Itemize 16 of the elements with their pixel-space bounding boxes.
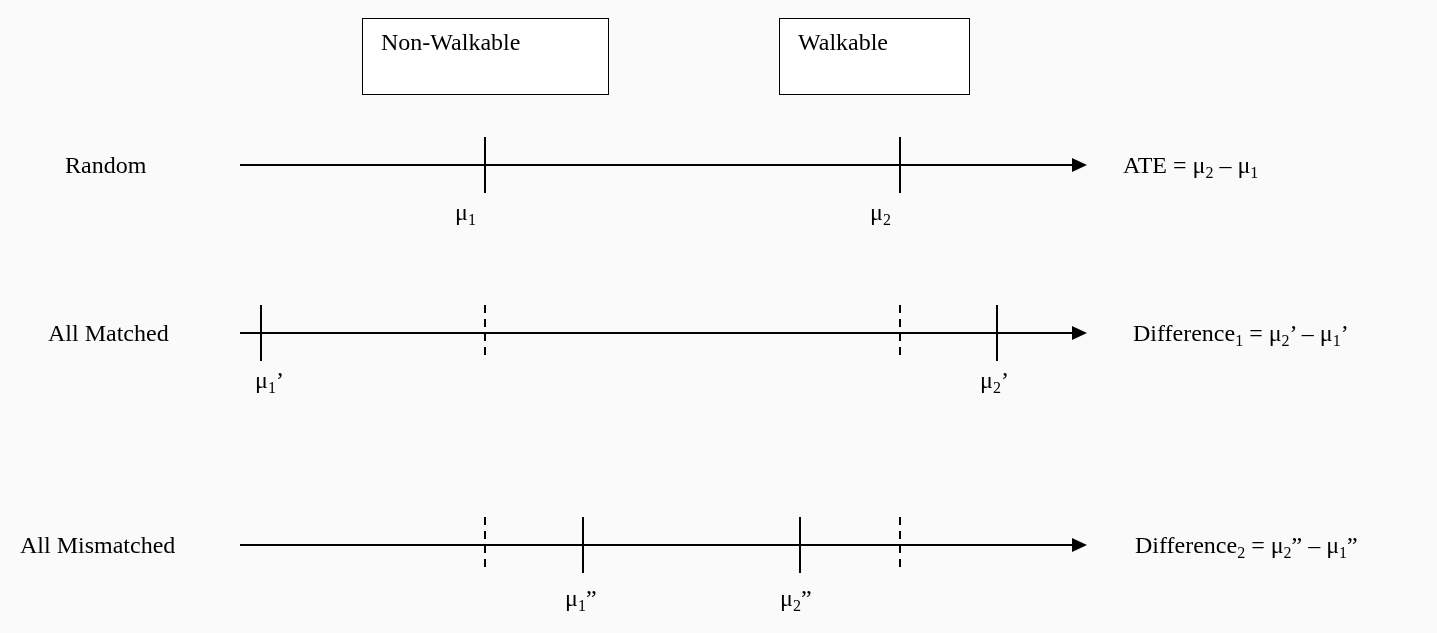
label-box bbox=[779, 18, 970, 95]
row-label: Random bbox=[65, 151, 147, 180]
mean-label: μ$_{2}$” bbox=[780, 584, 812, 613]
formula-label: ATE = μ$_{2}$ – μ$_{1}$ bbox=[1123, 151, 1259, 180]
formula-label: Difference$_{1}$ = μ$_{2}$’ – μ$_{1}$’ bbox=[1133, 319, 1349, 348]
mean-label: μ$_{2}$’ bbox=[980, 366, 1009, 395]
mean-label: μ$_{1}$” bbox=[565, 584, 597, 613]
label-box bbox=[362, 18, 609, 95]
mean-label: μ$_{2}$ bbox=[870, 198, 891, 227]
row-label: All Matched bbox=[48, 319, 169, 348]
box-label: Walkable bbox=[798, 29, 889, 55]
box-label: Non-Walkable bbox=[381, 29, 521, 55]
row-label: All Mismatched bbox=[20, 531, 176, 560]
mean-label: μ$_{1}$ bbox=[455, 198, 476, 227]
mean-label: μ$_{1}$’ bbox=[255, 366, 284, 395]
formula-label: Difference$_{2}$ = μ$_{2}$” – μ$_{1}$” bbox=[1135, 531, 1358, 560]
